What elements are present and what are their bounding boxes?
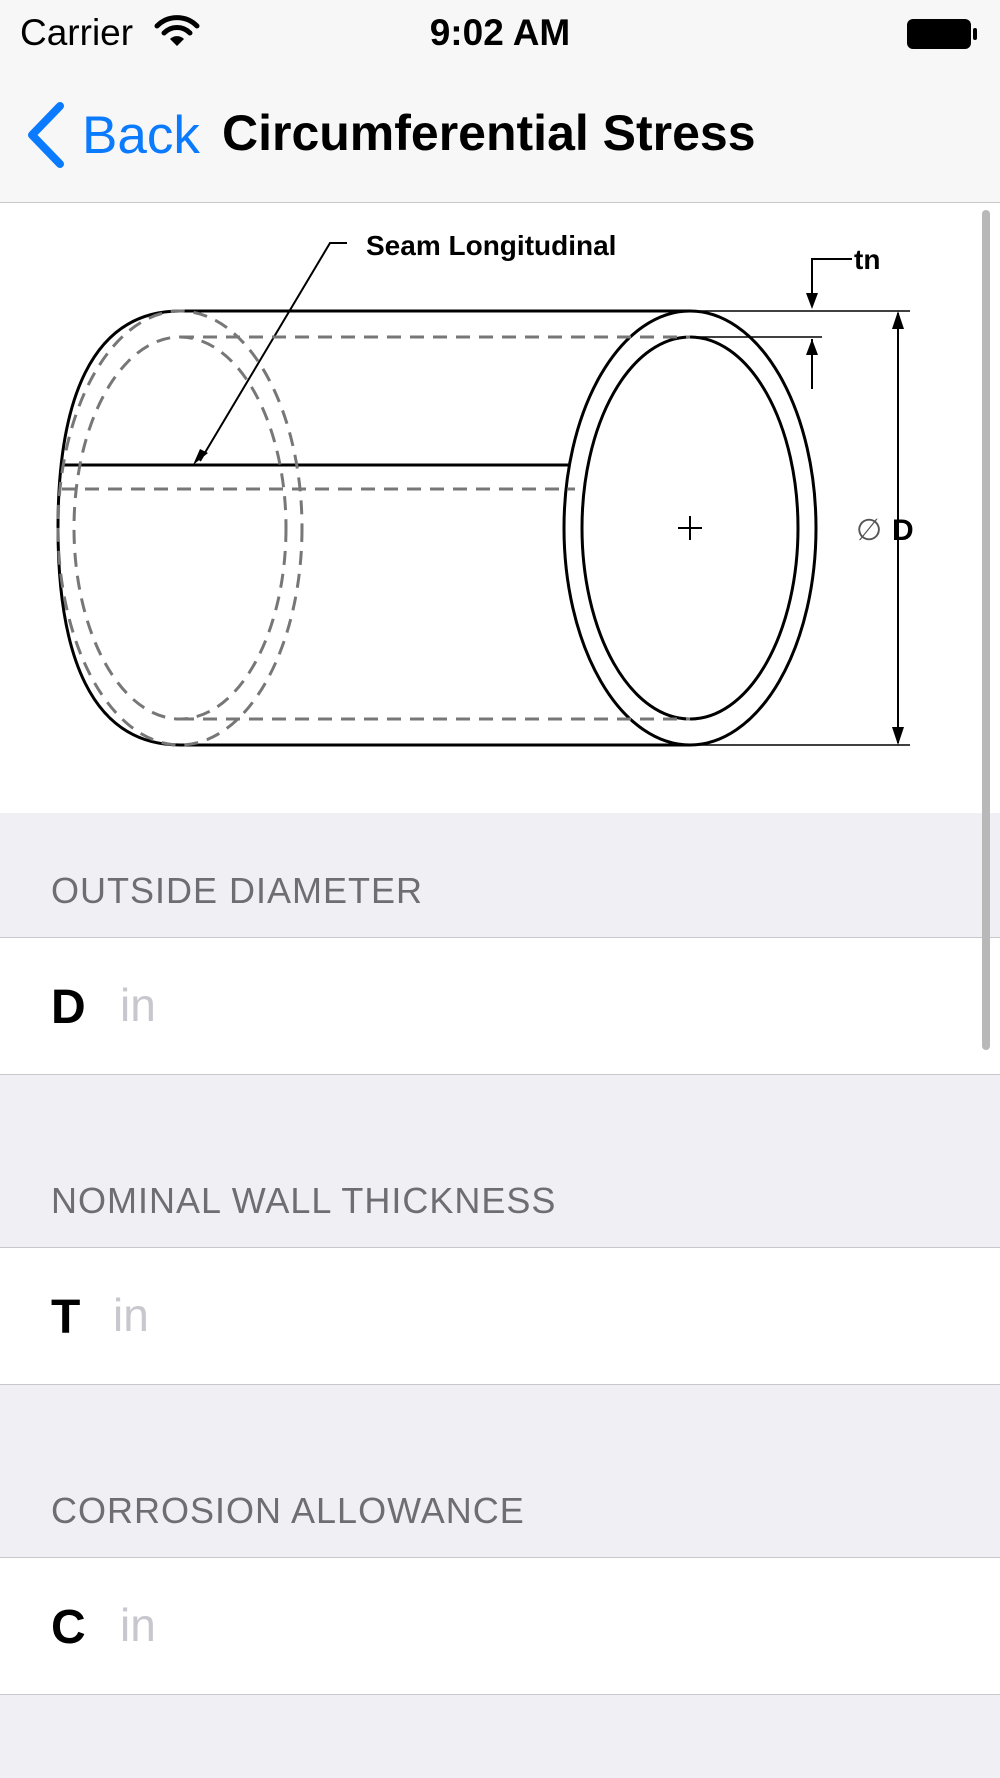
- nominal-wall-thickness-label: T: [51, 1291, 81, 1344]
- back-button[interactable]: Back: [24, 100, 200, 170]
- vertical-scrollbar[interactable]: [982, 210, 990, 1050]
- back-button-label: Back: [82, 105, 200, 165]
- chevron-left-icon: [28, 102, 64, 168]
- section-header-outside-diameter: OUTSIDE DIAMETER: [51, 870, 424, 911]
- section-header-corrosion-allowance: CORROSION ALLOWANCE: [51, 1490, 525, 1531]
- navigation-bar: Back Circumferential Stress: [0, 66, 1000, 203]
- corrosion-allowance-input[interactable]: [120, 1594, 940, 1656]
- outside-diameter-label: D: [51, 981, 86, 1034]
- nominal-wall-thickness-row[interactable]: T: [0, 1247, 1000, 1385]
- content-scroll-view[interactable]: Seam Longitudinal tn ∅ D OUTSIDE DIAMETE…: [0, 203, 1000, 1778]
- status-time: 9:02 AM: [429, 12, 571, 53]
- seam-longitudinal-label: Seam Longitudinal: [366, 230, 616, 261]
- thickness-label: tn: [854, 244, 880, 275]
- outside-diameter-row[interactable]: D: [0, 937, 1000, 1075]
- status-bar: Carrier 9:02 AM: [0, 0, 1000, 66]
- diameter-symbol: ∅: [856, 514, 882, 547]
- diameter-label: D: [892, 514, 914, 547]
- corrosion-allowance-row[interactable]: C: [0, 1557, 1000, 1695]
- page-title: Circumferential Stress: [222, 105, 756, 161]
- carrier-label: Carrier: [20, 12, 134, 53]
- section-header-nominal-wall-thickness: NOMINAL WALL THICKNESS: [51, 1180, 557, 1221]
- battery-icon: [907, 19, 977, 49]
- pipe-diagram: Seam Longitudinal tn ∅ D: [0, 203, 1000, 813]
- outside-diameter-input[interactable]: [120, 974, 940, 1036]
- pipe-diagram-drawing: Seam Longitudinal tn ∅ D: [56, 230, 914, 747]
- nominal-wall-thickness-input[interactable]: [113, 1284, 933, 1346]
- corrosion-allowance-label: C: [51, 1601, 86, 1654]
- wifi-icon: [154, 15, 200, 46]
